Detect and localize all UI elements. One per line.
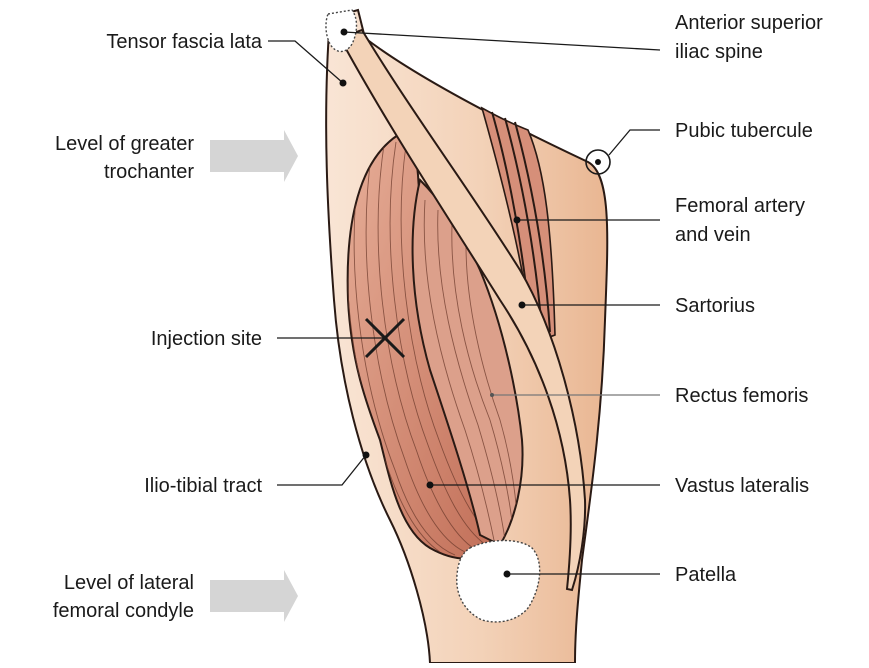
label-rectus-femoris: Rectus femoris xyxy=(675,385,808,407)
leader-asis xyxy=(344,32,660,50)
label-vastus-lateralis: Vastus lateralis xyxy=(675,475,809,497)
label-level-greater-trochanter-line2: trochanter xyxy=(104,161,194,183)
label-femoral-vessels-line1: Femoral artery xyxy=(675,195,805,217)
leader-ilio-tibial-tract xyxy=(277,455,366,485)
label-femoral-vessels-line2: and vein xyxy=(675,224,751,246)
label-level-greater-trochanter-line1: Level of greater xyxy=(55,133,194,155)
right-arrow-icon xyxy=(210,130,298,182)
label-asis-line2: iliac spine xyxy=(675,41,763,63)
label-level-lateral-condyle-line2: femoral condyle xyxy=(53,600,194,622)
label-pubic-tubercule: Pubic tubercule xyxy=(675,120,813,142)
label-ilio-tibial-tract: Ilio-tibial tract xyxy=(144,475,262,497)
label-sartorius: Sartorius xyxy=(675,295,755,317)
label-patella: Patella xyxy=(675,564,737,586)
label-level-lateral-condyle-line1: Level of lateral xyxy=(64,572,194,594)
label-injection-site: Injection site xyxy=(151,328,262,350)
label-asis-line1: Anterior superior xyxy=(675,12,823,34)
leader-pubic-tubercule xyxy=(609,130,660,155)
label-tensor-fascia-lata: Tensor fascia lata xyxy=(106,31,263,53)
right-arrow-icon xyxy=(210,570,298,622)
